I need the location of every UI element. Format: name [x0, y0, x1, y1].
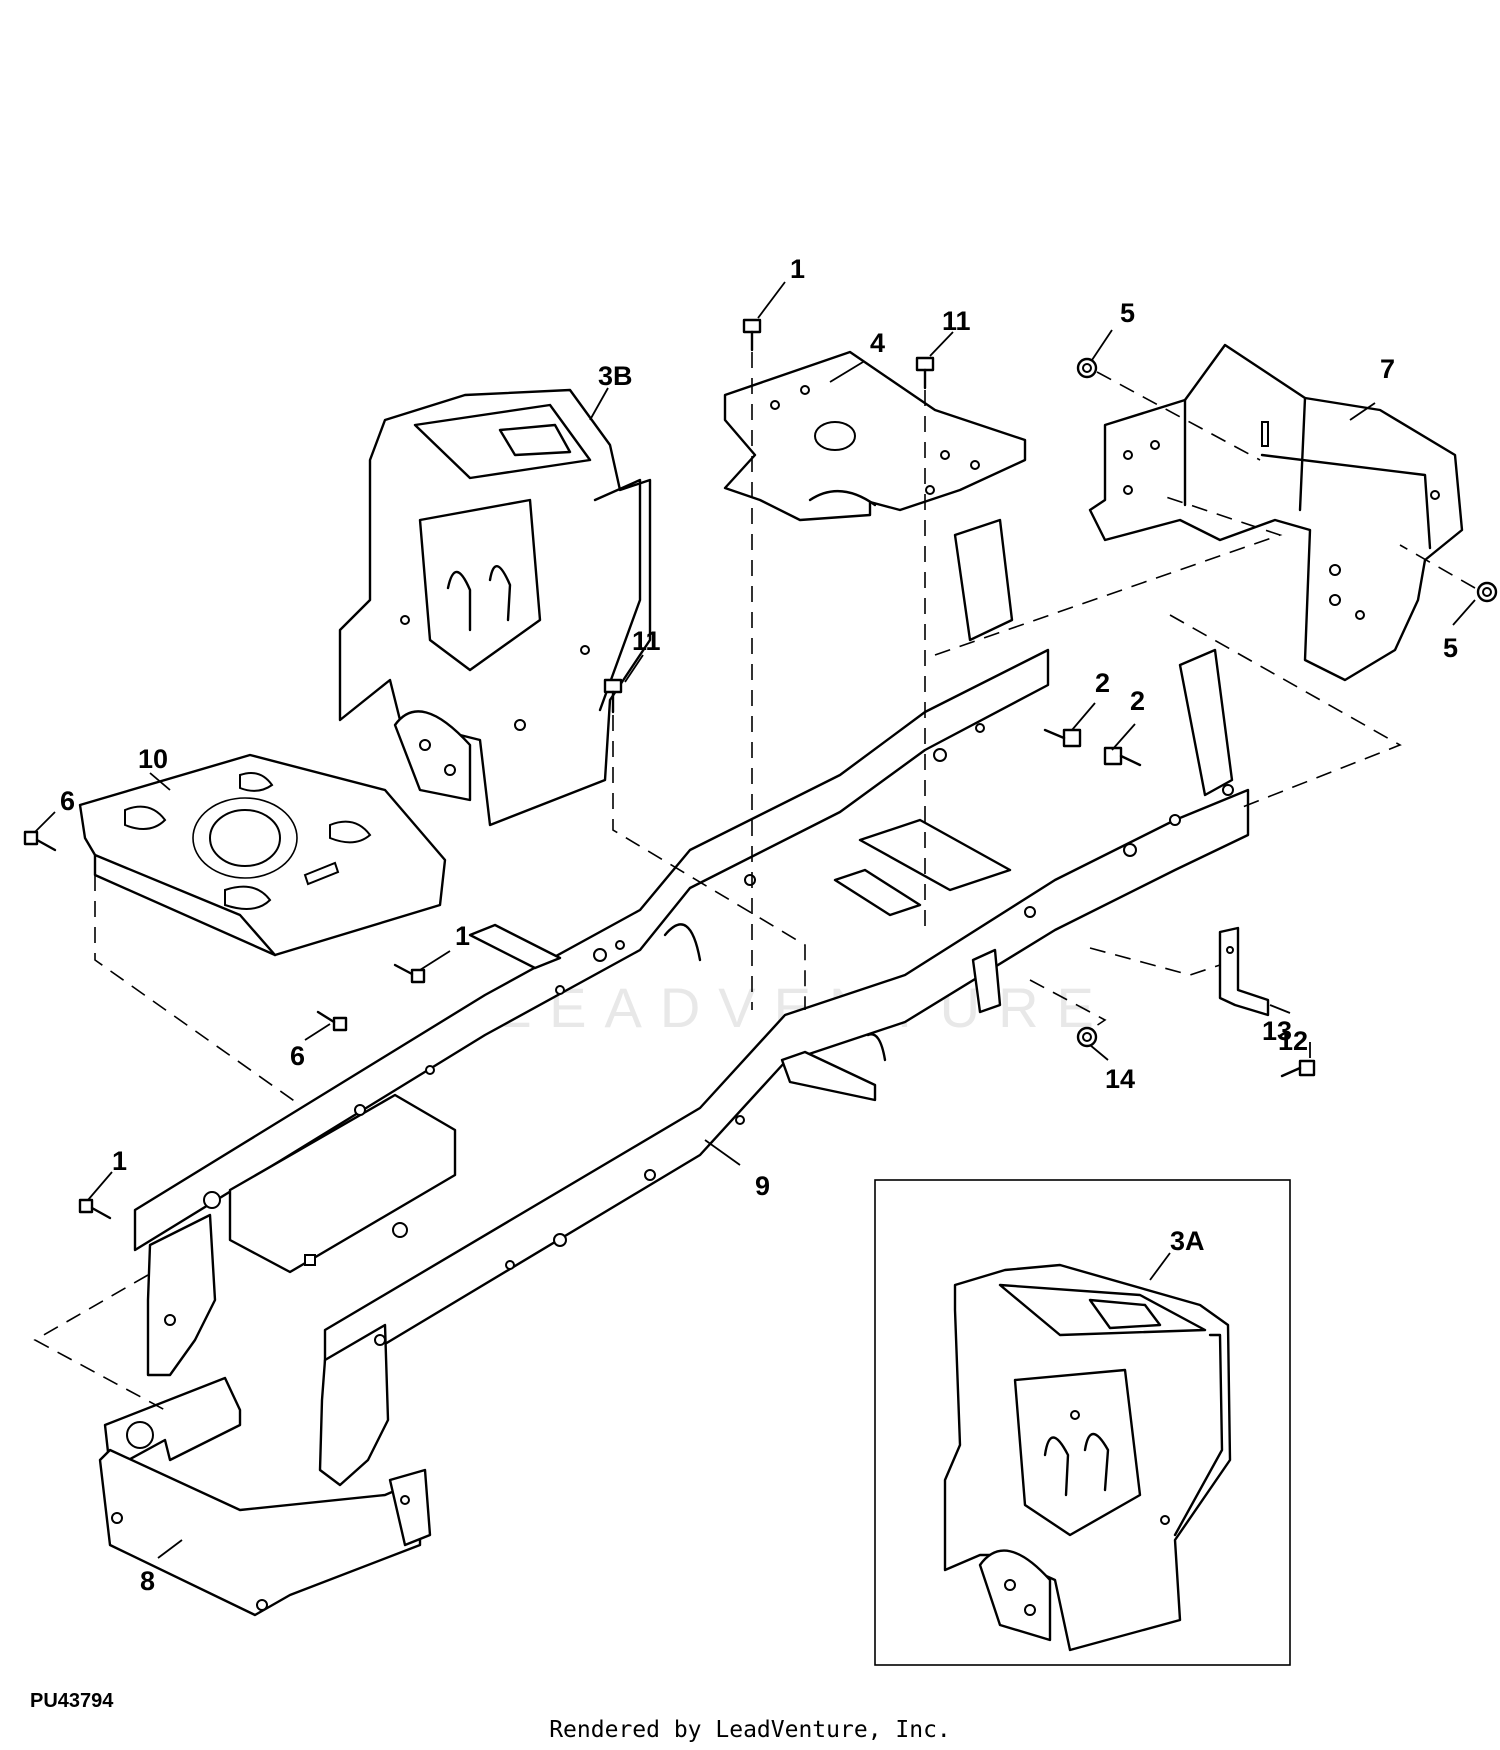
callout-6-left: 6 [60, 786, 75, 816]
callout-10: 10 [138, 744, 168, 774]
callout-13: 13 [1262, 1016, 1292, 1046]
bolt-1-top [742, 318, 762, 352]
diagram-id-label: PU43794 [30, 1690, 114, 1712]
bolt-1-plate [393, 963, 426, 984]
callout-4: 4 [870, 328, 885, 358]
callout-14: 14 [1105, 1064, 1135, 1094]
callout-1-plate: 1 [455, 921, 470, 951]
nut-5-right [1476, 581, 1498, 603]
inset-frame [874, 1179, 1291, 1666]
bolt-1-front [78, 1198, 112, 1220]
callout-1-front: 1 [112, 1146, 127, 1176]
callout-labels: 1 11 4 3B 5 7 5 11 2 2 10 6 1 6 13 12 14… [60, 254, 1458, 1596]
mounting-plate [723, 350, 1027, 522]
callout-3b: 3B [598, 361, 633, 391]
nut-14 [1076, 1026, 1098, 1048]
callout-11-mid: 11 [632, 626, 661, 656]
bolt-11-mid [603, 678, 623, 714]
callout-2-a: 2 [1095, 668, 1110, 698]
bolt-11-top [915, 356, 935, 390]
callout-2-b: 2 [1130, 686, 1145, 716]
support-bracket [1218, 926, 1270, 1017]
callout-5-left: 5 [1120, 298, 1135, 328]
seat-bracket-3b [338, 388, 652, 827]
bolt-6-left [23, 830, 57, 852]
callout-8: 8 [140, 1566, 155, 1596]
nut-5-left [1076, 357, 1098, 379]
callout-12: 12 [1278, 1026, 1308, 1056]
bolt-6-lower [316, 1010, 348, 1032]
bolt-2-b [1103, 746, 1142, 767]
callout-1-top: 1 [790, 254, 805, 284]
callout-6-lower: 6 [290, 1041, 305, 1071]
callout-3a: 3A [1170, 1226, 1205, 1256]
callout-11-top: 11 [942, 306, 971, 336]
callout-5-right: 5 [1443, 633, 1458, 663]
footer-credit: Rendered by LeadVenture, Inc. [549, 1717, 951, 1743]
callout-9: 9 [755, 1171, 770, 1201]
front-bumper [98, 1376, 432, 1617]
seat-plate [78, 753, 447, 957]
callout-7: 7 [1380, 354, 1395, 384]
main-frame [133, 518, 1250, 1487]
bolt-2-a [1043, 728, 1082, 748]
bolt-13 [1280, 1059, 1316, 1078]
callout-leaders [34, 281, 1476, 1559]
seat-bracket-3a [943, 1263, 1232, 1652]
assembly-lines [33, 352, 1476, 1411]
rear-bracket [1088, 343, 1464, 682]
